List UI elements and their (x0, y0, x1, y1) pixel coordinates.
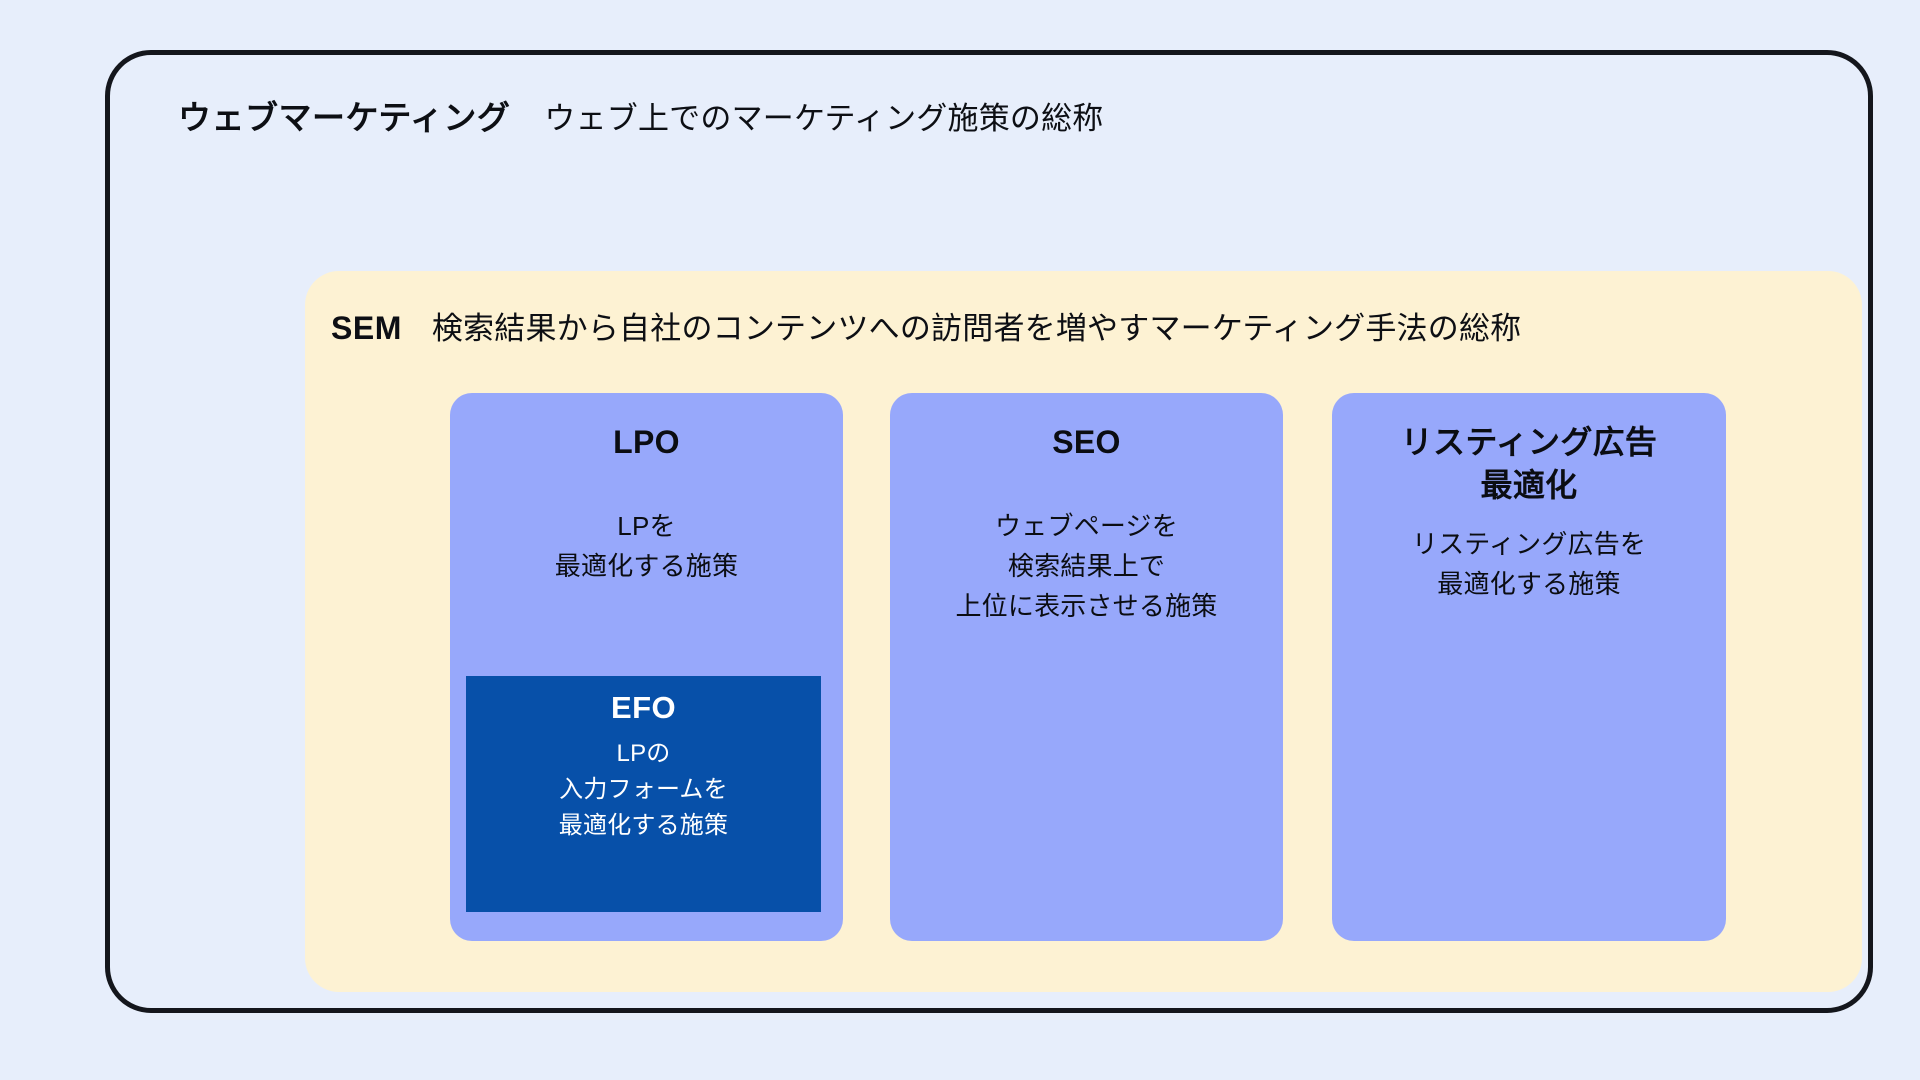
sem-description: 検索結果から自社のコンテンツへの訪問者を増やすマーケティング手法の総称 (431, 311, 1522, 346)
card-seo-title: SEO (890, 421, 1283, 464)
card-lpo[interactable]: LPO LPを 最適化する施策 EFO LPの 入力フォームを 最適化する施策 (450, 393, 843, 941)
card-lpo-desc-line-1: LPを (617, 510, 676, 541)
card-lpo-title-line-1: LPO (613, 424, 680, 460)
sem-term: SEM (331, 310, 402, 346)
card-efo[interactable]: EFO LPの 入力フォームを 最適化する施策 (466, 676, 821, 912)
card-lpo-desc-line-2: 最適化する施策 (554, 550, 739, 581)
web-marketing-container: ウェブマーケティング ウェブ上でのマーケティング施策の総称 SEM 検索結果から… (105, 50, 1873, 1013)
card-lpo-description: LPを 最適化する施策 (450, 506, 843, 587)
card-seo-desc-line-3: 上位に表示させる施策 (955, 591, 1218, 622)
sem-container: SEM 検索結果から自社のコンテンツへの訪問者を増やすマーケティング手法の総称 … (305, 271, 1862, 992)
card-seo-title-line-1: SEO (1052, 424, 1121, 460)
card-efo-desc-line-3: 最適化する施策 (558, 812, 729, 839)
card-listing-ad-title-line-1: リスティング広告 (1400, 424, 1658, 460)
card-listing-ad-desc-line-2: 最適化する施策 (1437, 569, 1621, 600)
web-marketing-heading: ウェブマーケティング ウェブ上でのマーケティング施策の総称 (178, 91, 1104, 139)
card-lpo-title: LPO (450, 421, 843, 464)
card-listing-ad-title: リスティング広告 最適化 (1332, 421, 1726, 506)
tactic-card-group: LPO LPを 最適化する施策 EFO LPの 入力フォームを 最適化する施策 (450, 393, 1726, 941)
sem-heading: SEM 検索結果から自社のコンテンツへの訪問者を増やすマーケティング手法の総称 (331, 303, 1521, 348)
web-marketing-term: ウェブマーケティング (178, 99, 511, 136)
card-seo-desc-line-2: 検索結果上で (1007, 550, 1166, 581)
card-listing-ad[interactable]: リスティング広告 最適化 リスティング広告を 最適化する施策 (1332, 393, 1726, 941)
card-listing-ad-description: リスティング広告を 最適化する施策 (1332, 524, 1726, 605)
web-marketing-description: ウェブ上でのマーケティング施策の総称 (544, 101, 1104, 136)
card-seo-desc-line-1: ウェブページを (995, 510, 1178, 541)
card-efo-description: LPの 入力フォームを 最適化する施策 (466, 736, 821, 844)
card-seo[interactable]: SEO ウェブページを 検索結果上で 上位に表示させる施策 (890, 393, 1283, 941)
card-listing-ad-desc-line-1: リスティング広告を (1411, 529, 1647, 560)
card-seo-description: ウェブページを 検索結果上で 上位に表示させる施策 (890, 506, 1283, 627)
card-listing-ad-title-line-2: 最適化 (1480, 466, 1578, 503)
card-efo-desc-line-2: 入力フォームを (559, 776, 728, 803)
card-efo-desc-line-1: LPの (616, 740, 671, 767)
card-efo-title: EFO (611, 690, 676, 725)
